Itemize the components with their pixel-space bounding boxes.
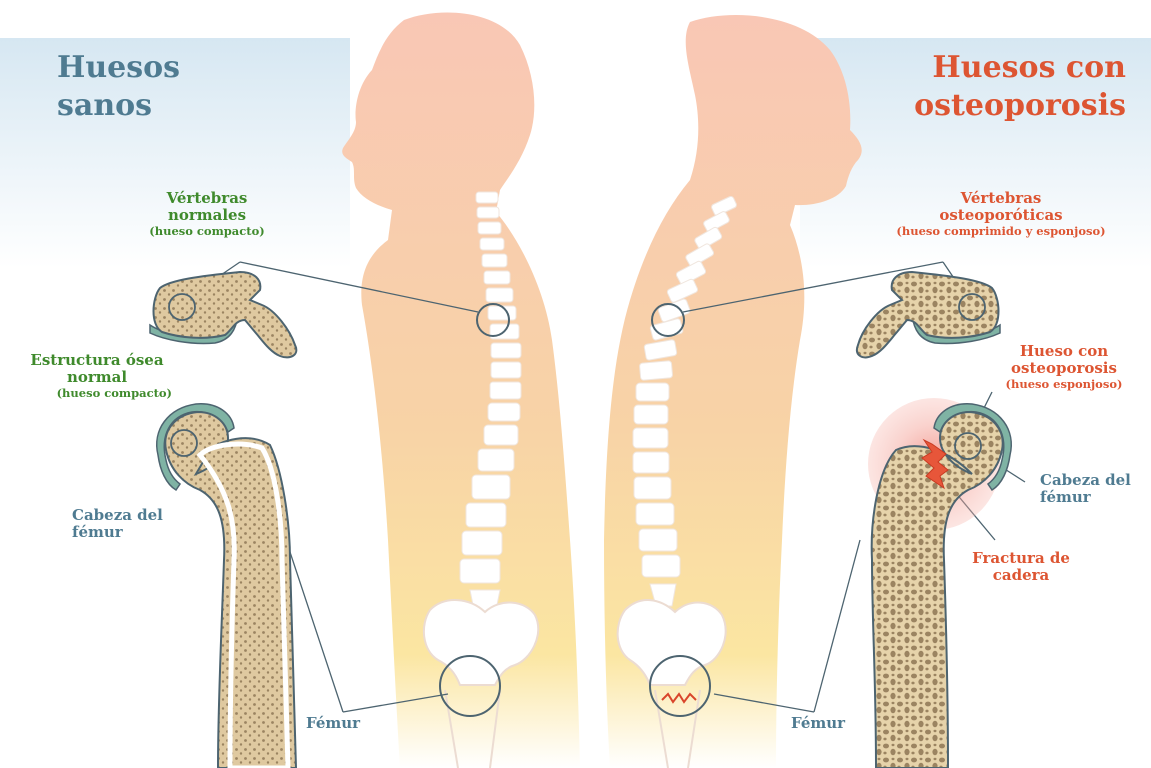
normal-bone-structure-label: Estructura ósea normal (hueso compacto) (22, 352, 172, 400)
normal-vertebrae-label: Vértebras normales (hueso compacto) (137, 190, 277, 238)
osteo-vertebra-detail (857, 272, 1000, 357)
osteoporosis-bones-title: Huesos con osteoporosis (914, 49, 1126, 125)
healthy-femur-label: Fémur (306, 715, 360, 732)
osteoporotic-bone-label: Hueso con osteoporosis (hueso esponjoso) (994, 343, 1134, 391)
osteo-femur-label: Fémur (791, 715, 845, 732)
healthy-vertebra-detail (150, 272, 296, 357)
healthy-bones-title: Huesos sanos (57, 49, 180, 125)
hip-fracture-label: Fractura de cadera (966, 550, 1076, 585)
osteoporotic-vertebrae-label: Vértebras osteoporóticas (hueso comprimi… (876, 190, 1126, 238)
healthy-femur-detail (157, 404, 296, 768)
osteo-femur-head-label: Cabeza del fémur (1040, 472, 1131, 507)
healthy-femur-head-label: Cabeza del fémur (72, 507, 163, 542)
